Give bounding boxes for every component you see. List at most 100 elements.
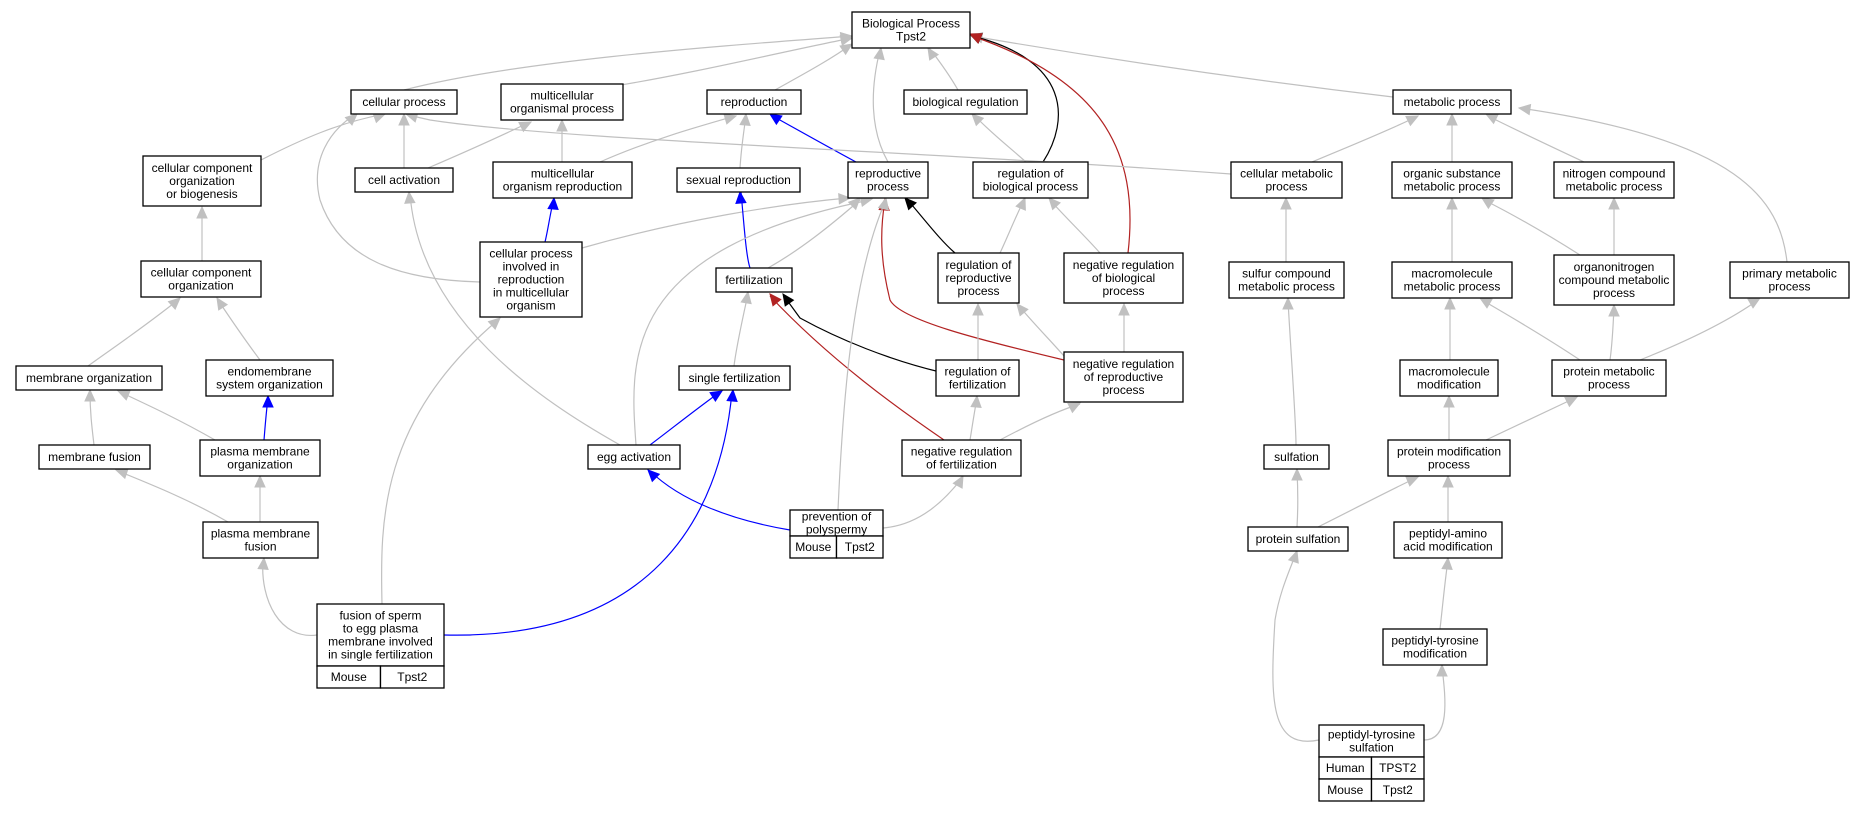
node-label-line: cellular process (362, 95, 445, 109)
node-label-line: in single fertilization (328, 648, 433, 662)
edge-plasma-membrane-fusion-to-membrane-fusion (114, 468, 229, 523)
node-label-line: reproduction (498, 273, 565, 287)
arrowhead (262, 394, 274, 408)
edge-line (974, 115, 1027, 163)
node-egg-activation[interactable]: egg activation (587, 444, 681, 470)
node-fertilization[interactable]: fertilization (715, 267, 793, 293)
node-label-line: sexual reproduction (686, 173, 791, 187)
arrowhead (116, 390, 131, 401)
node-biological-regulation[interactable]: biological regulation (903, 89, 1028, 115)
arrowhead (952, 474, 964, 489)
edge-line (1639, 299, 1759, 361)
node-box (350, 89, 458, 115)
node-reproduction[interactable]: reproduction (706, 89, 802, 115)
edge-line (971, 35, 1059, 163)
node-protein-sulfation[interactable]: protein sulfation (1247, 526, 1349, 552)
node-label-line: organonitrogen (1574, 260, 1655, 274)
edge-macromolecule-metabolic-process-to-organic-substance-metabolic-process (1446, 196, 1458, 263)
edge-regulation-of-fertilization-to-fertilization (782, 293, 941, 373)
edge-reproduction-to-bp (774, 43, 854, 91)
node-cell-activation[interactable]: cell activation (354, 167, 454, 193)
arrowhead (1442, 474, 1454, 488)
edge-regulation-of-reproductive-process-to-reproductive-process (904, 197, 956, 254)
arrowhead (971, 113, 985, 127)
arrowhead (216, 296, 229, 311)
annotation-cell-label: Tpst2 (397, 670, 427, 684)
arrowhead (1608, 303, 1620, 317)
edge-fusion-of-sperm-to-single-fertilization (443, 388, 738, 636)
arrowhead (1291, 467, 1303, 481)
edge-peptidyl-tyrosine-sulfation-to-protein-sulfation (1272, 549, 1320, 742)
node-label-line: sulfation (1349, 741, 1394, 755)
node-single-fertilization[interactable]: single fertilization (678, 365, 791, 391)
edge-line (774, 43, 853, 91)
arrowhead (723, 113, 738, 125)
node-label-line: organismal process (510, 102, 614, 116)
node-label-line: organic substance (1403, 167, 1501, 181)
edge-macromolecule-modification-to-macromolecule-metabolic-process (1444, 296, 1456, 361)
node-sulfation[interactable]: sulfation (1263, 444, 1330, 470)
edge-line (427, 121, 531, 169)
node-label-line: egg activation (597, 450, 671, 464)
node-membrane-organization[interactable]: membrane organization (15, 365, 163, 391)
edge-protein-modification-process-to-macromolecule-modification (1443, 394, 1455, 440)
node-sexual-reproduction[interactable]: sexual reproduction (676, 167, 801, 193)
arrowhead (1480, 197, 1495, 210)
node-label-line: organism (506, 299, 555, 313)
edge-regulation-of-biological-process-to-biological-regulation (971, 113, 1027, 163)
edge-cell-activation-to-cellular-process (398, 112, 410, 169)
node-cellular-process[interactable]: cellular process (350, 89, 458, 115)
edge-line (87, 299, 179, 367)
node-label-line: system organization (216, 378, 323, 392)
edge-line (905, 197, 956, 254)
node-label-line: prevention of (802, 510, 872, 524)
annotation-cell-label: Human (1326, 761, 1365, 775)
edge-line (649, 470, 791, 531)
node-metabolic-process[interactable]: metabolic process (1392, 89, 1512, 115)
arrowhead (1747, 297, 1762, 309)
edge-line (1287, 299, 1297, 446)
node-membrane-fusion[interactable]: membrane fusion (38, 444, 151, 470)
node-box (500, 83, 624, 121)
node-label-line: peptidyl-tyrosine (1328, 728, 1416, 742)
node-label-line: of reproductive (1084, 370, 1164, 384)
edge-cellular-component-organization-to-ccob (196, 205, 208, 262)
edge-line (1423, 666, 1446, 741)
edge-peptidyl-tyrosine-sulfation-to-peptidyl-tyrosine-modification (1423, 663, 1448, 741)
arrowhead (735, 190, 747, 204)
edge-negative-regulation-of-fertilization-to-negative-regulation-of-reproductive-process (999, 402, 1082, 441)
edge-regulation-of-fertilization-to-regulation-of-reproductive-process (972, 302, 984, 360)
edge-multicellular-organism-reproduction-to-multicellular-organismal-process (556, 118, 568, 162)
